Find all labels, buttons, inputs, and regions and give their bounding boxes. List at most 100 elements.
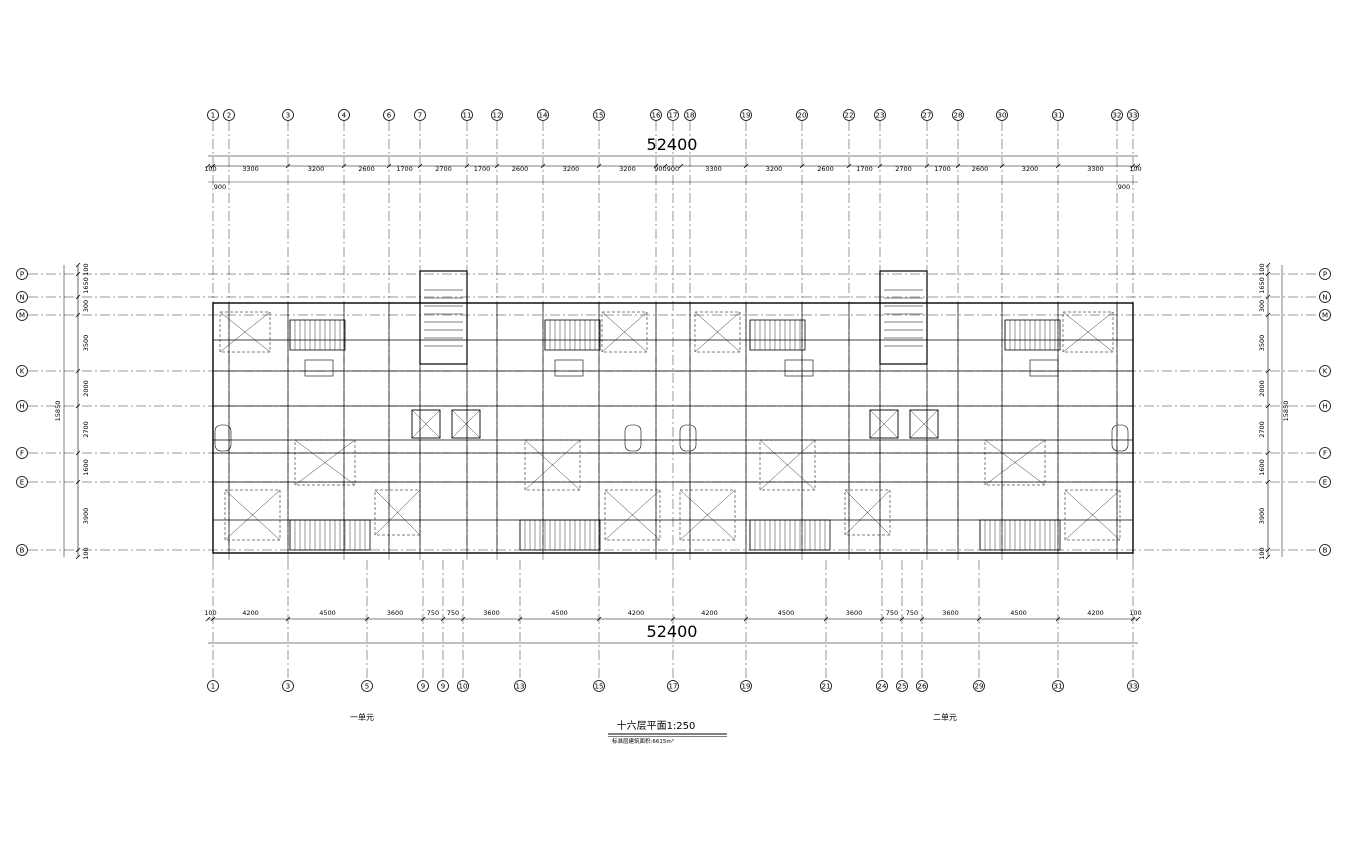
dining-table-2 [784, 359, 814, 377]
bottom-dim-4: 750 [427, 609, 439, 617]
building-shell [212, 302, 1134, 554]
bottom-dim-tick-14 [919, 616, 925, 622]
balcony-3 [1004, 319, 1061, 351]
top-dim-0: 100 [204, 165, 216, 173]
bottom-axis-13-6-circle [514, 680, 526, 692]
left-axis-P-label: P [20, 270, 24, 278]
dining-table-0 [304, 359, 334, 377]
top-dim-tick-17 [924, 163, 930, 169]
top-dim-tick-2 [285, 163, 291, 169]
bottom-axis-31-15-label: 31 [1054, 682, 1063, 690]
room-diag-b-2 [694, 311, 741, 353]
room-diag-b-8 [679, 489, 736, 541]
bottom-axis-21-10-label: 21 [822, 682, 831, 690]
top-dim-20: 3300 [1087, 165, 1104, 173]
bottom-dim-0: 100 [204, 609, 216, 617]
right-axis-F-circle [1319, 447, 1331, 459]
bottom-axis-13-6-label: 13 [516, 682, 525, 690]
side-dim-tick-1-1 [1265, 271, 1271, 277]
top-dim-tick-15 [846, 163, 852, 169]
top-dim-tick-13 [743, 163, 749, 169]
bathtub-3 [1111, 424, 1129, 452]
top-dim-4: 1700 [396, 165, 413, 173]
bottom-axis-25-12-label: 25 [898, 682, 907, 690]
left-axis-P-circle [16, 268, 28, 280]
top-dim-tick-8 [540, 163, 546, 169]
top-axis-33-label: 33 [1129, 111, 1138, 119]
top-dim-tick-4 [386, 163, 392, 169]
right-axis-H-label: H [1322, 402, 1327, 410]
right-axis-M-label: M [1322, 311, 1328, 319]
top-axis-28-circle [952, 109, 964, 121]
bottom-axis-3-1-label: 3 [286, 682, 290, 690]
top-axis-18-label: 18 [686, 111, 695, 119]
room-diag-b-1 [601, 311, 648, 353]
top-dim-tick-18 [955, 163, 961, 169]
left-axis-K-circle [16, 365, 28, 377]
bottom-axis-31-15-circle [1052, 680, 1064, 692]
bottom-dim-3: 3600 [387, 609, 404, 617]
side-dim-tick-1-3 [1265, 312, 1271, 318]
left-axis-E-label: E [20, 478, 24, 486]
room-layout-13 [984, 439, 1046, 486]
bottom-axis-25-12-circle [896, 680, 908, 692]
right-axis-F-label: F [1323, 449, 1327, 457]
side-dim-0-5: 2700 [82, 421, 90, 438]
top-dim-5: 2700 [435, 165, 452, 173]
right-axis-B-label: B [1323, 546, 1328, 554]
top-axis-30-label: 30 [998, 111, 1007, 119]
room-diag-b-11 [1064, 489, 1121, 541]
top-dim-1: 3300 [242, 165, 259, 173]
top-dim-8: 3200 [563, 165, 580, 173]
right-axis-P-label: P [1323, 270, 1327, 278]
room-layout-7 [604, 489, 661, 541]
side-dim-0-0: 100 [82, 263, 90, 275]
side-total-dim-1: 15850 [1282, 401, 1290, 422]
top-axis-30-circle [996, 109, 1008, 121]
bottom-axis-5-2-label: 5 [365, 682, 369, 690]
top-axis-23-circle [874, 109, 886, 121]
balcony-0 [289, 319, 346, 351]
top-dim-tick-10 [653, 163, 659, 169]
top-axis-15-circle [593, 109, 605, 121]
top-dim-tick-3 [341, 163, 347, 169]
room-diag-b-12 [294, 439, 356, 486]
bathtub-0 [214, 424, 232, 452]
bottom-axis-3-1-circle [282, 680, 294, 692]
side-dim-tick-1-7 [1265, 479, 1271, 485]
bottom-total-dimension: 52400 [647, 622, 698, 641]
room-diag-b-0 [219, 311, 271, 353]
side-dim-1-5: 2700 [1258, 421, 1266, 438]
top-axis-7-label: 7 [418, 111, 422, 119]
bottom-axis-1-0-label: 1 [211, 682, 215, 690]
top-axis-18-circle [684, 109, 696, 121]
top-axis-2-label: 2 [227, 111, 231, 119]
room-layout-4 [224, 489, 281, 541]
room-layout-0 [219, 311, 271, 353]
side-total-dim-0: 15850 [54, 401, 62, 422]
top-axis-28-label: 28 [954, 111, 963, 119]
elevator-x2-2 [869, 409, 899, 439]
side-dim-tick-0-9 [75, 554, 81, 560]
bottom-axis-29-14-label: 29 [975, 682, 984, 690]
bottom-dim-tick-1 [210, 616, 216, 622]
bottom-dim-tick-16 [1055, 616, 1061, 622]
left-axis-F-label: F [20, 449, 24, 457]
side-dim-tick-1-9 [1265, 554, 1271, 560]
left-axis-F-circle [16, 447, 28, 459]
right-axis-E-circle [1319, 476, 1331, 488]
bottom-dim-14: 3600 [942, 609, 959, 617]
top-axis-17-circle [667, 109, 679, 121]
top-dim-19: 3200 [1022, 165, 1039, 173]
right-axis-B-circle [1319, 544, 1331, 556]
bottom-dim-tick-7 [517, 616, 523, 622]
elevator-1 [451, 409, 481, 439]
top-dim-tick-20 [1055, 163, 1061, 169]
bottom-axis-1-0-circle [207, 680, 219, 692]
side-dim-1-0: 100 [1258, 263, 1266, 275]
top-dim-3: 2600 [358, 165, 375, 173]
top-dim-13: 3200 [766, 165, 783, 173]
bottom-dim-tick-12 [879, 616, 885, 622]
